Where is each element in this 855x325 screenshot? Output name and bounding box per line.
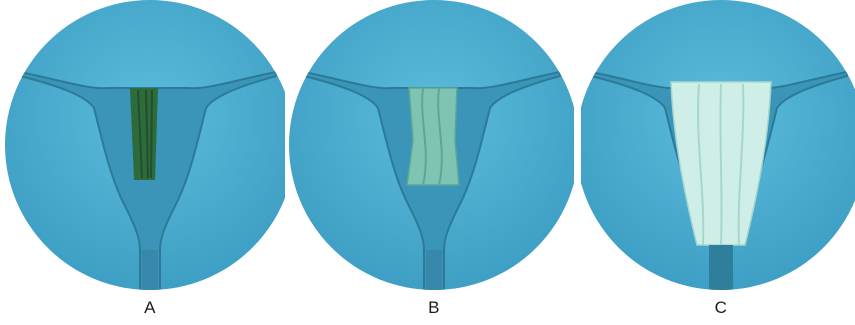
uterus-model-image-c <box>581 0 855 325</box>
device-partial <box>407 88 459 185</box>
device-collapsed <box>130 88 158 180</box>
panel-label: A <box>130 298 170 318</box>
panel-b: B <box>289 0 574 325</box>
panel-label: C <box>701 298 741 318</box>
panel-label: B <box>414 298 454 318</box>
uterus-model-image-b <box>289 0 574 325</box>
uterus-model-image-a <box>0 0 285 325</box>
panel-a: A <box>0 0 285 325</box>
panel-c: C <box>581 0 855 325</box>
